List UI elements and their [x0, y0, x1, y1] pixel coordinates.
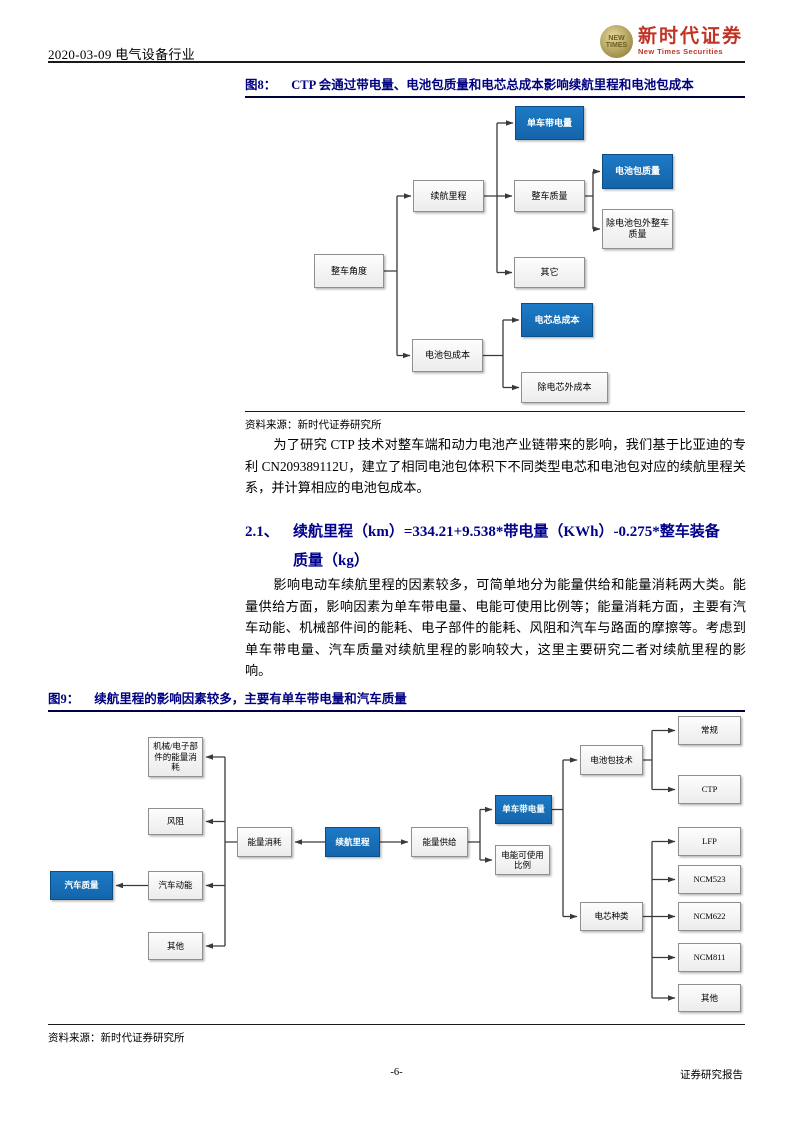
node-energy-supply: 能量供给: [411, 827, 468, 857]
node-cell-type: 电芯种类: [580, 902, 643, 931]
figure-8-title: 图8： CTP 会通过带电量、电池包质量和电芯总成本影响续航里程和电池包成本: [245, 74, 745, 98]
brand-name-en: New Times Securities: [637, 47, 723, 56]
page-number: -6-: [390, 1067, 403, 1078]
node-vehicle-battery-capacity: 单车带电量: [515, 106, 584, 140]
seal-text-2: TIMES: [605, 41, 628, 49]
node-vehicle-mass: 整车质量: [514, 180, 585, 212]
figure-9-caption: 续航里程的影响因素较多，主要有单车带电量和汽车质量: [94, 692, 407, 706]
section-title-line1: 续航里程（km）=334.21+9.538*带电量（KWh）-0.275*整车装…: [293, 524, 720, 540]
node-non-cell-cost: 除电芯外成本: [521, 372, 608, 403]
node-ctp: CTP: [678, 775, 741, 804]
section-title-line2: 质量（kg）: [293, 553, 369, 569]
node-wind-resistance: 风阻: [148, 808, 203, 835]
header-divider: [48, 61, 745, 63]
node-battery-pack-mass: 电池包质量: [602, 154, 673, 189]
section-number: 2.1、: [245, 524, 279, 540]
figure-8-connectors: [384, 120, 601, 391]
figure-9-title: 图9： 续航里程的影响因素较多，主要有单车带电量和汽车质量: [48, 688, 745, 712]
figure-8-caption: CTP 会通过带电量、电池包质量和电芯总成本影响续航里程和电池包成本: [291, 78, 694, 92]
node-mech-elec-consumption: 机械/电子部件的能量消耗: [148, 737, 203, 777]
node-ncm523: NCM523: [678, 865, 741, 894]
brand-logo: NEW TIMES 新时代证券 New Times Securities: [599, 25, 743, 58]
figure-9: 图9： 续航里程的影响因素较多，主要有单车带电量和汽车质量: [48, 688, 745, 1045]
report-type-label: 证券研究报告: [680, 1070, 743, 1081]
figure-9-source: 资料来源：新时代证券研究所: [48, 1024, 745, 1045]
node-cell-total-cost: 电芯总成本: [521, 303, 593, 337]
figure-8: 图8： CTP 会通过带电量、电池包质量和电芯总成本影响续航里程和电池包成本 整车…: [245, 74, 745, 432]
node-others-right: 其他: [678, 984, 741, 1012]
brand-name-cn: 新时代证券: [637, 26, 743, 47]
figure-8-source: 资料来源：新时代证券研究所: [245, 411, 745, 432]
figure-8-canvas: 整车角度 续航里程 单车带电量 整车质量 其它 电池包质量 除电池包外整车质量 …: [245, 98, 745, 411]
figure-9-canvas: 机械/电子部件的能量消耗 风阻 汽车动能 其他 汽车质量 能量消耗 续航里程 能…: [48, 712, 745, 1024]
node-usable-energy-ratio: 电能可使用比例: [495, 845, 550, 875]
paragraph-ctp-intro: 为了研究 CTP 技术对整车端和动力电池产业链带来的影响，我们基于比亚迪的专利 …: [245, 437, 746, 495]
node-ncm811: NCM811: [678, 943, 741, 972]
seal-text-1: NEW: [608, 34, 625, 42]
node-conventional: 常规: [678, 716, 741, 745]
node-lfp: LFP: [678, 827, 741, 856]
node-energy-consumption: 能量消耗: [237, 827, 292, 857]
node-others: 其它: [514, 257, 585, 288]
header-date-industry: 2020-03-09 电气设备行业: [48, 47, 196, 62]
node-vehicle-weight: 汽车质量: [50, 871, 113, 900]
brand-seal-icon: NEW TIMES: [599, 25, 633, 58]
node-battery-pack-cost: 电池包成本: [412, 339, 483, 372]
node-driving-range: 续航里程: [325, 827, 380, 857]
node-kinetic-energy: 汽车动能: [148, 871, 203, 900]
node-others-left: 其他: [148, 932, 203, 960]
node-pack-technology: 电池包技术: [580, 745, 643, 775]
paragraph-range-factors: 影响电动车续航里程的因素较多，可简单地分为能量供给和能量消耗两大类。能量供给方面…: [245, 577, 746, 678]
node-driving-range: 续航里程: [413, 180, 484, 212]
figure-9-label: 图9：: [48, 692, 80, 706]
node-non-battery-vehicle-mass: 除电池包外整车质量: [602, 209, 673, 249]
node-vehicle-perspective: 整车角度: [314, 254, 384, 288]
figure-8-label: 图8：: [245, 78, 277, 92]
node-vehicle-battery-capacity: 单车带电量: [495, 795, 552, 824]
figure-9-connectors: [115, 727, 676, 1001]
section-heading-2-1: 2.1、 续航里程（km）=334.21+9.538*带电量（KWh）-0.27…: [245, 518, 757, 576]
node-ncm622: NCM622: [678, 902, 741, 931]
